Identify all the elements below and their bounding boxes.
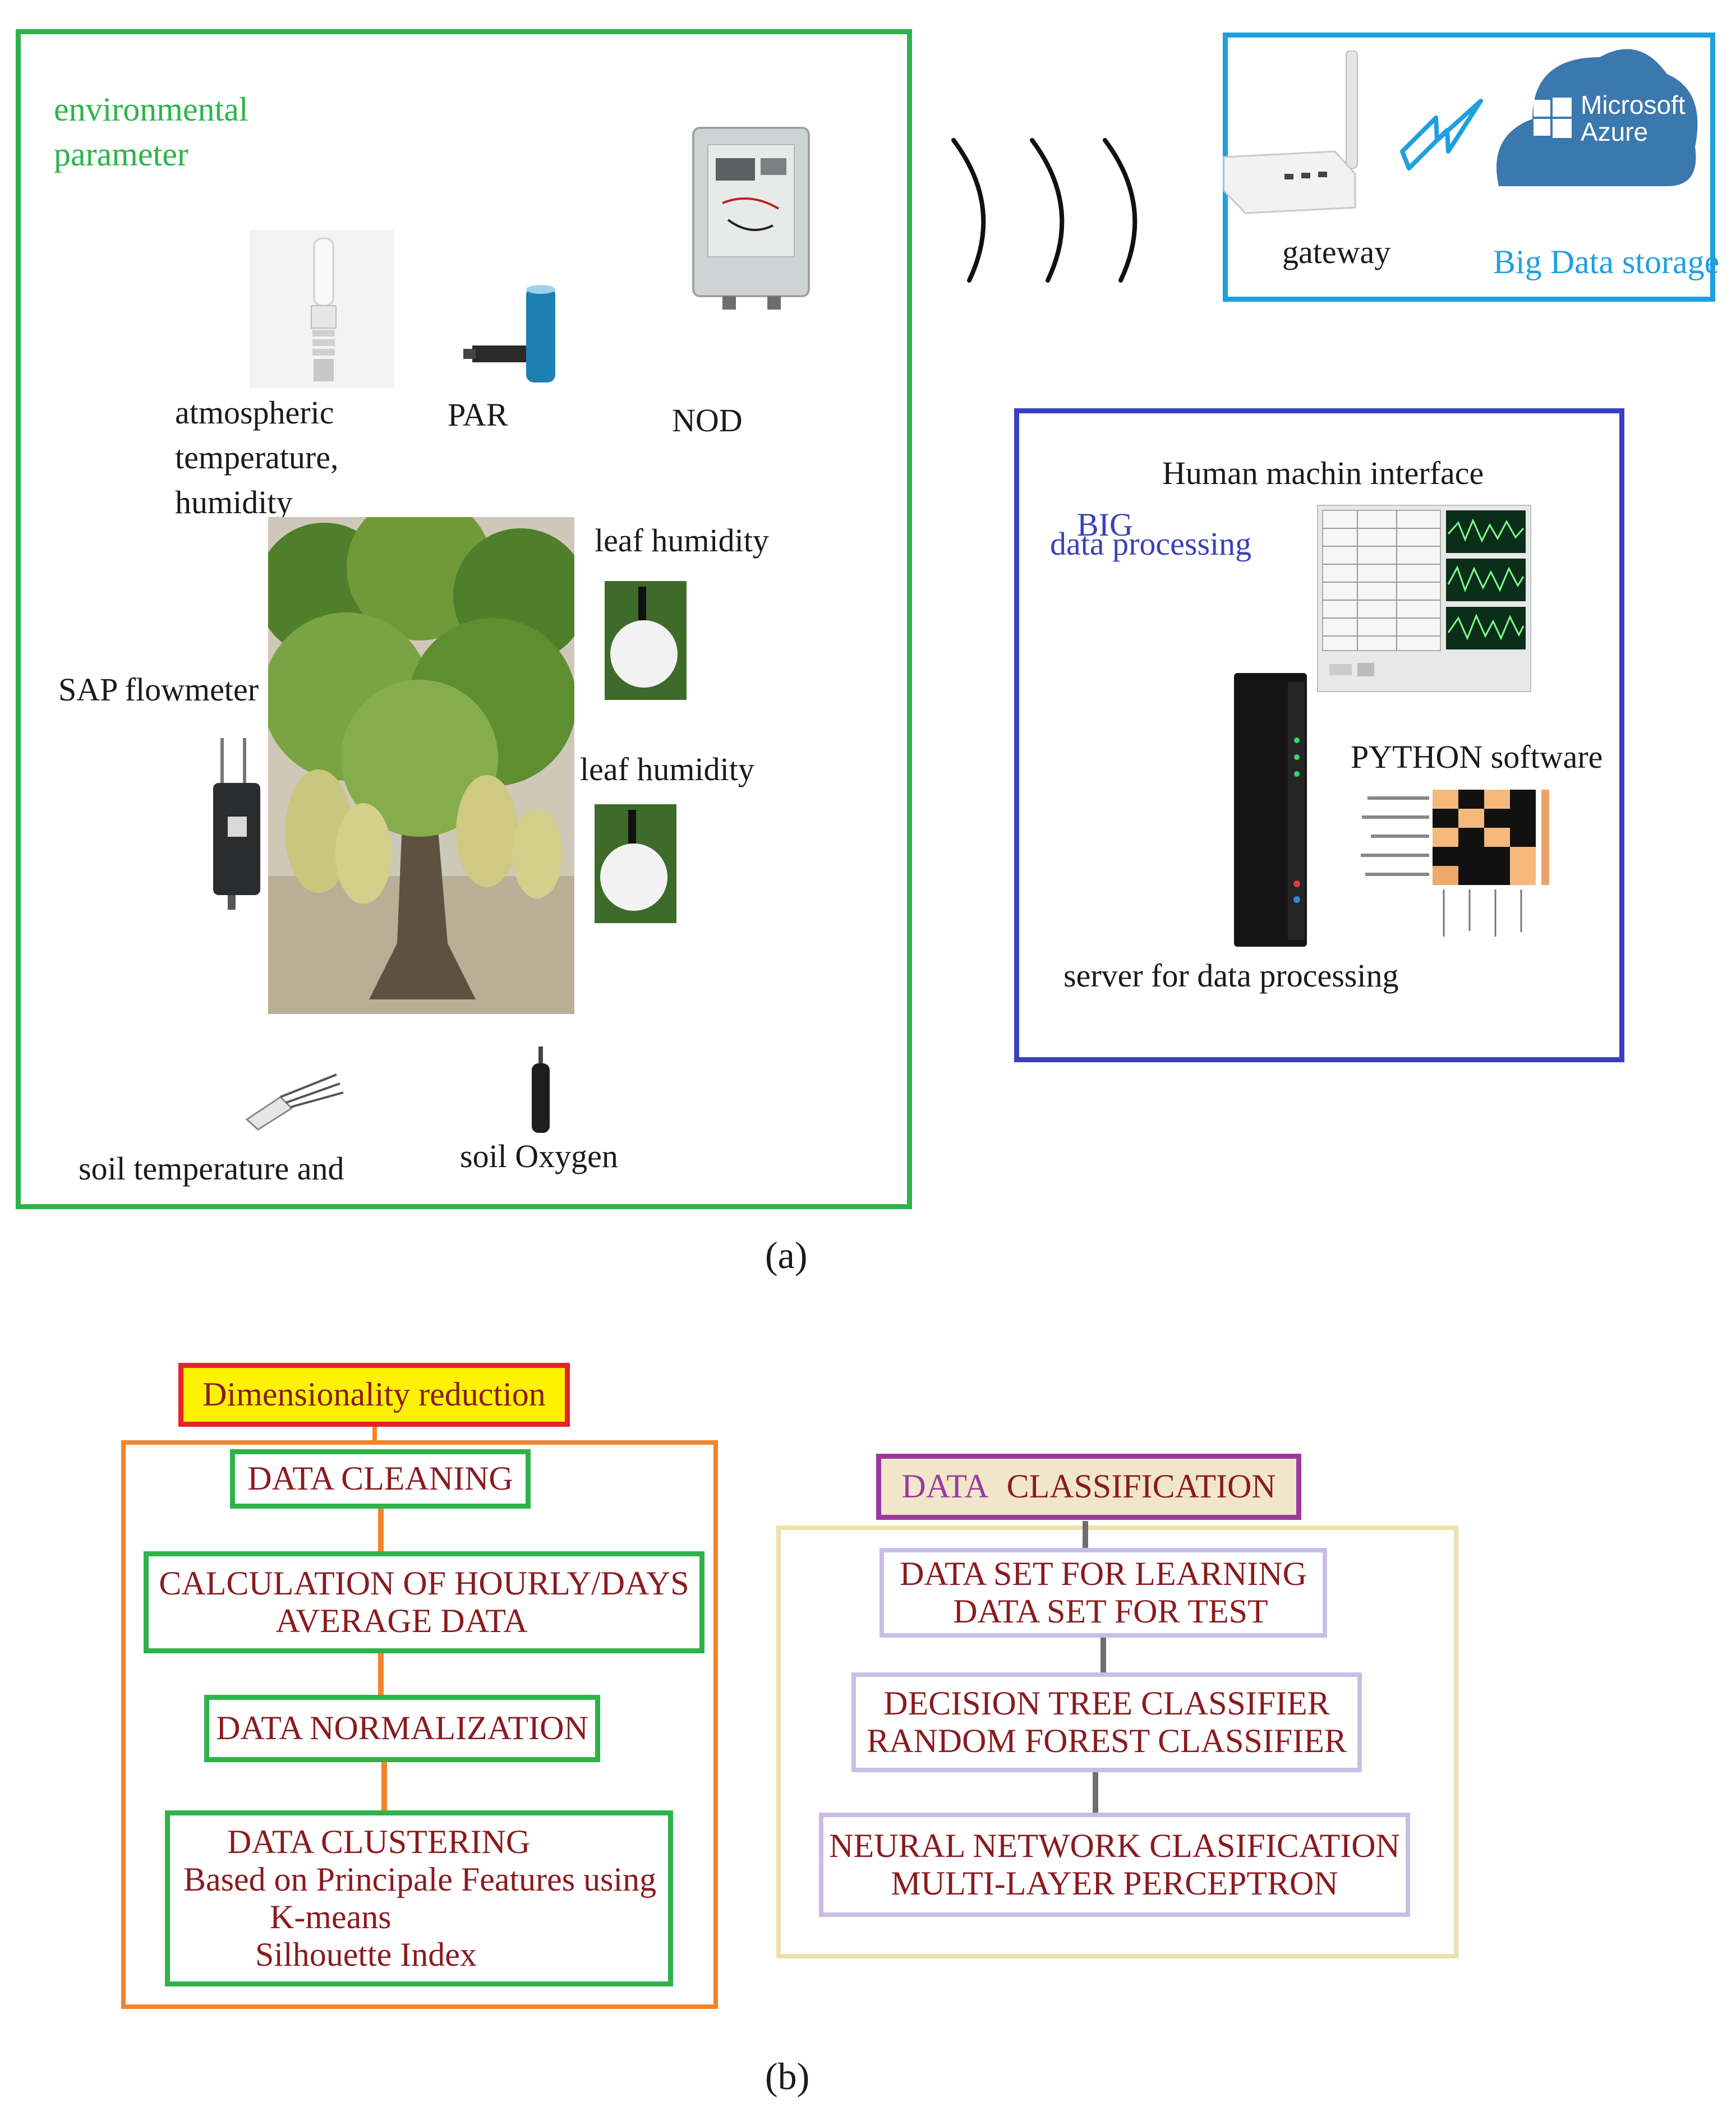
leaf-humidity-sensor-image-2 xyxy=(595,804,676,923)
data-clustering-box: DATA CLUSTERING Based on Principale Feat… xyxy=(165,1810,673,1986)
nn-line1: NEURAL NETWORK CLASIFICATION xyxy=(829,1827,1400,1864)
server-image xyxy=(1232,671,1309,949)
connector-tree-nn xyxy=(1093,1772,1098,1813)
par-sensor-image xyxy=(460,280,567,387)
clustering-line4: Silhouette Index xyxy=(255,1936,477,1974)
lightning-link-icon xyxy=(1397,90,1486,179)
data-normalization-box: DATA NORMALIZATION xyxy=(204,1695,600,1762)
leaf-humidity-label-2: leaf humidity xyxy=(580,751,754,787)
python-software-label: PYTHON software xyxy=(1351,739,1603,775)
gateway-device-image xyxy=(1223,50,1363,219)
data-set-line1: DATA SET FOR LEARNING xyxy=(900,1555,1307,1592)
leaf-humidity-sensor-image-1 xyxy=(605,581,687,700)
calculation-average-box: CALCULATION OF HOURLY/DAYS AVERAGE DATA xyxy=(144,1551,704,1653)
atmospheric-label-line2: temperature, xyxy=(175,439,339,476)
sap-flowmeter-image xyxy=(205,732,267,912)
atmospheric-label-line3: humidity xyxy=(175,484,293,520)
hmi-screen-image xyxy=(1317,505,1531,692)
tree-line2: RANDOM FOREST CLASSIFIER xyxy=(867,1722,1347,1759)
python-heatmap-image xyxy=(1351,785,1562,942)
leaf-humidity-label-1: leaf humidity xyxy=(595,522,769,559)
dimensionality-reduction-title: Dimensionality reduction xyxy=(178,1363,570,1427)
gateway-label: gateway xyxy=(1282,234,1391,270)
environmental-parameters-frame xyxy=(16,29,912,1209)
soil-temperature-probe-image xyxy=(241,1063,348,1131)
dimensionality-reduction-text: Dimensionality reduction xyxy=(202,1376,546,1413)
par-label: PAR xyxy=(448,397,508,433)
azure-label-line1: Microsoft xyxy=(1581,90,1686,119)
clustering-line2: Based on Principale Features using xyxy=(183,1860,657,1898)
calculation-line2: AVERAGE DATA xyxy=(275,1602,528,1639)
dimensionality-reduction-frame xyxy=(121,1440,718,2009)
wireless-signal-icon xyxy=(951,138,1138,283)
nod-device-image xyxy=(689,125,813,315)
connector-normalization-clustering xyxy=(381,1762,387,1810)
neural-network-box: NEURAL NETWORK CLASIFICATION MULTI-LAYER… xyxy=(819,1813,1410,1917)
azure-cloud-icon xyxy=(1488,35,1705,193)
data-cleaning-text: DATA CLEANING xyxy=(247,1460,513,1497)
caption-b: (b) xyxy=(765,2055,810,2098)
hmi-label: Human machin interface xyxy=(1162,455,1484,491)
server-label: server for data processing xyxy=(1063,957,1399,994)
nn-line2: MULTI-LAYER PERCEPTRON xyxy=(891,1865,1338,1902)
tree-line1: DECISION TREE CLASSIFIER xyxy=(883,1684,1330,1722)
data-classification-title: DATA CLASSIFICATION xyxy=(876,1454,1301,1520)
soil-oxygen-probe-image xyxy=(527,1047,555,1136)
clustering-line1: DATA CLUSTERING xyxy=(227,1823,531,1860)
sap-flowmeter-label: SAP flowmeter xyxy=(58,671,259,708)
big-label-line1: BIG xyxy=(1077,506,1133,543)
classification-title-word2: CLASSIFICATION xyxy=(1006,1468,1276,1505)
connector-calc-normalization xyxy=(378,1653,384,1695)
caption-a: (a) xyxy=(765,1234,808,1276)
nod-label: NOD xyxy=(672,402,743,439)
connector-title-cleaning xyxy=(372,1423,377,1445)
data-set-line2: DATA SET FOR TEST xyxy=(953,1593,1268,1630)
grapevine-photo xyxy=(268,517,574,1014)
calculation-line1: CALCULATION OF HOURLY/DAYS xyxy=(159,1564,689,1602)
data-normalization-text: DATA NORMALIZATION xyxy=(216,1709,588,1747)
big-data-storage-label: Big Data storage xyxy=(1493,243,1720,280)
azure-label-line2: Azure xyxy=(1581,117,1648,146)
clustering-line3: K-means xyxy=(270,1898,392,1935)
soil-oxygen-label: soil Oxygen xyxy=(460,1138,618,1174)
big-label-line2: data processing xyxy=(1050,526,1252,562)
data-set-box: DATA SET FOR LEARNING DATA SET FOR TEST xyxy=(879,1548,1327,1638)
classification-title-word1: DATA xyxy=(901,1468,989,1505)
big-data-processing-frame xyxy=(1014,408,1624,1062)
atmospheric-sensor-image xyxy=(250,230,394,388)
connector-class-title-set xyxy=(1083,1521,1088,1548)
connector-cleaning-calc xyxy=(378,1509,384,1551)
env-title-line1: environmental xyxy=(54,91,248,128)
soil-temperature-label: soil temperature and xyxy=(79,1150,344,1187)
connector-set-tree xyxy=(1100,1638,1106,1672)
data-classification-frame xyxy=(776,1525,1458,1958)
tree-forest-box: DECISION TREE CLASSIFIER RANDOM FOREST C… xyxy=(851,1672,1362,1772)
env-title-line2: parameter xyxy=(54,136,188,173)
atmospheric-label-line1: atmospheric xyxy=(175,394,334,431)
data-cleaning-box: DATA CLEANING xyxy=(230,1449,531,1509)
